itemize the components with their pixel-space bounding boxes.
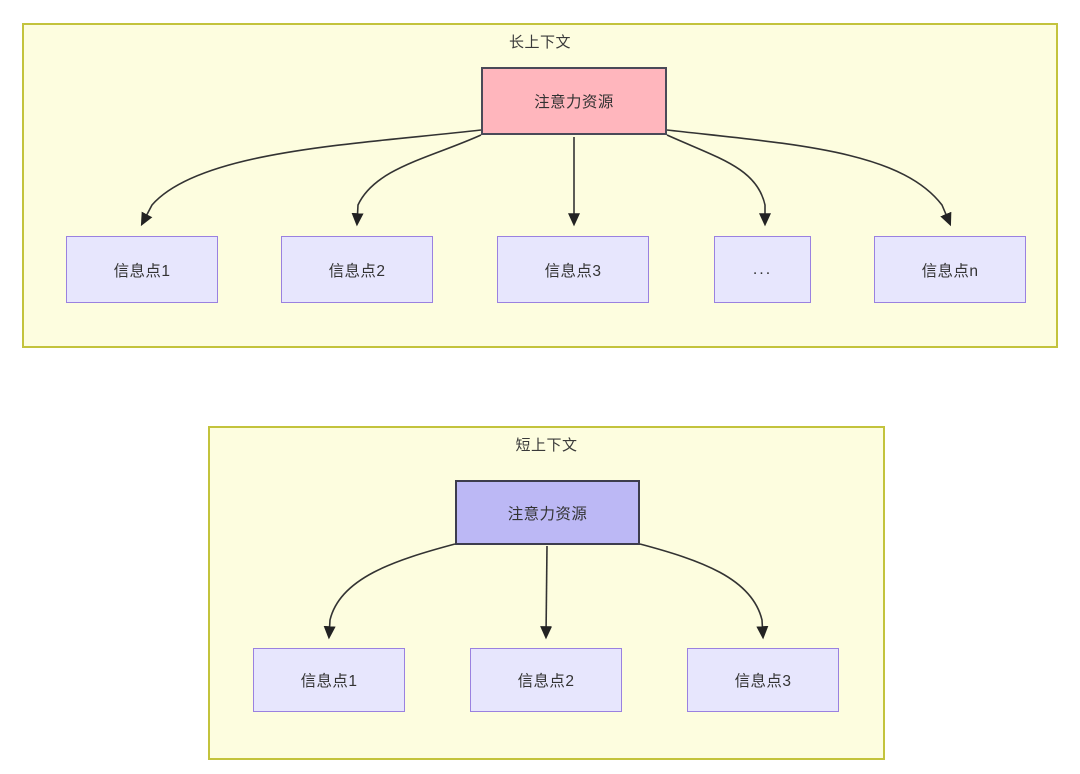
node-info-point-n-long[interactable]: 信息点n	[874, 236, 1026, 303]
node-attention-resource-long[interactable]: 注意力资源	[481, 67, 667, 135]
node-info-point-2-long[interactable]: 信息点2	[281, 236, 433, 303]
panel-long-context-title: 长上下文	[508, 34, 571, 51]
node-info-point-1-long[interactable]: 信息点1	[66, 236, 218, 303]
node-info-point-1-short[interactable]: 信息点1	[253, 648, 405, 712]
panel-short-context-title: 短上下文	[515, 437, 578, 454]
node-attention-resource-short[interactable]: 注意力资源	[455, 480, 640, 545]
node-info-point-ellipsis-long[interactable]: ...	[714, 236, 811, 303]
node-info-point-3-short[interactable]: 信息点3	[687, 648, 839, 712]
node-info-point-2-short[interactable]: 信息点2	[470, 648, 622, 712]
node-info-point-3-long[interactable]: 信息点3	[497, 236, 649, 303]
